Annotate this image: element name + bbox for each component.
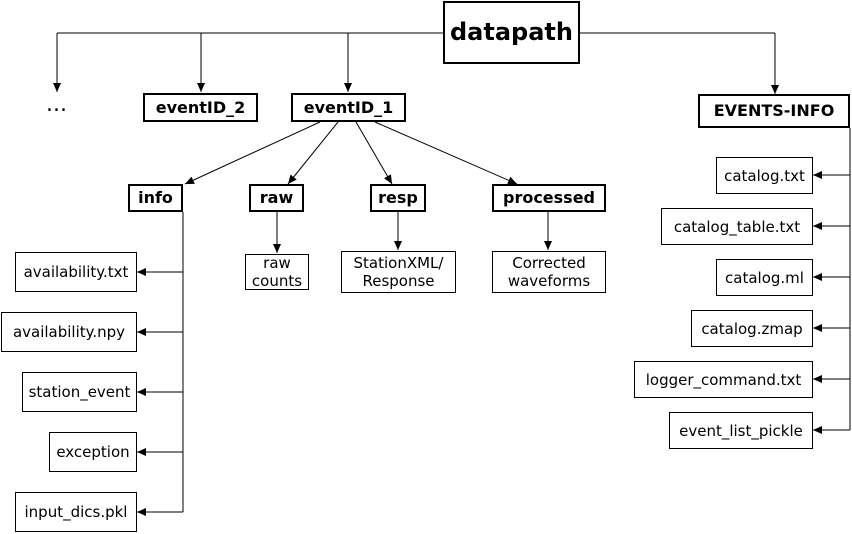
stationxml-line-1: StationXML/	[353, 254, 444, 272]
node-info: info	[128, 184, 183, 212]
node-eventid-1: eventID_1	[291, 93, 406, 122]
file-availability-txt: availability.txt	[15, 252, 137, 292]
more-events-ellipsis: ...	[46, 92, 67, 117]
raw-counts-line-2: counts	[251, 272, 303, 290]
arrow-to-raw	[287, 121, 339, 185]
node-raw-counts: raw counts	[245, 254, 309, 290]
node-stationxml-response: StationXML/ Response	[341, 251, 456, 293]
stationxml-line-2: Response	[362, 272, 435, 290]
file-catalog-table-txt: catalog_table.txt	[661, 208, 813, 245]
file-event-list-pickle: event_list_pickle	[669, 412, 813, 449]
file-station-event: station_event	[22, 372, 137, 412]
node-processed: processed	[492, 184, 606, 212]
raw-counts-line-1: raw	[263, 254, 291, 272]
file-catalog-txt: catalog.txt	[716, 157, 813, 194]
file-input-dics-pkl: input_dics.pkl	[15, 492, 137, 532]
root-node-datapath: datapath	[443, 1, 580, 64]
node-eventid-2: eventID_2	[143, 93, 258, 122]
file-exception: exception	[49, 432, 137, 472]
file-availability-npy: availability.npy	[1, 312, 137, 352]
node-raw: raw	[249, 184, 304, 212]
file-catalog-ml: catalog.ml	[716, 259, 813, 296]
node-events-info: EVENTS-INFO	[698, 94, 850, 128]
arrow-to-processed	[374, 121, 518, 185]
file-logger-command-txt: logger_command.txt	[634, 361, 813, 398]
arrow-to-info	[184, 121, 321, 185]
node-corrected-waveforms: Corrected waveforms	[492, 251, 606, 293]
corrected-line-2: waveforms	[507, 272, 591, 290]
arrow-to-resp	[355, 121, 393, 185]
corrected-line-1: Corrected	[512, 254, 586, 272]
file-catalog-zmap: catalog.zmap	[691, 310, 813, 347]
node-resp: resp	[370, 184, 426, 212]
